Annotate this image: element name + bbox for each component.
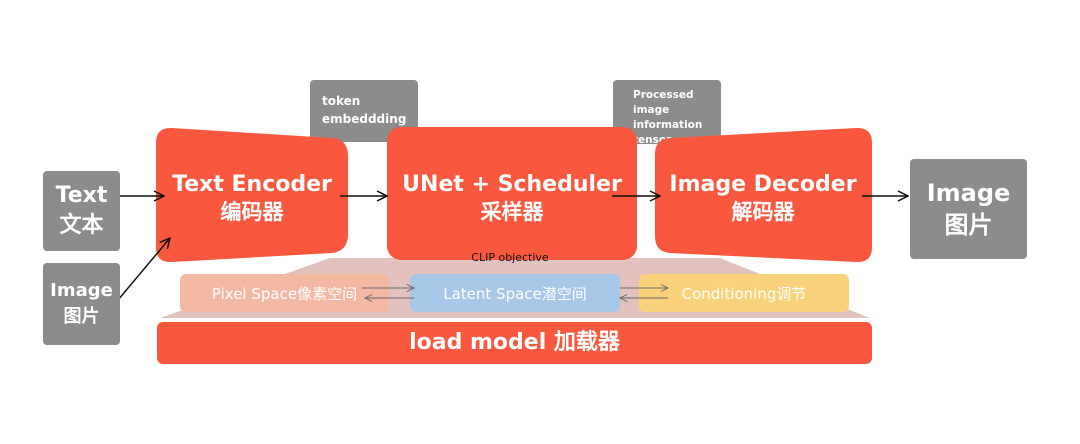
token-embedding-text: token embeddding [322,94,407,126]
image-input-label: Image [50,280,113,301]
processed-tensor-text: Processed image information tensor [633,89,703,144]
text-input-box: Text 文本 [43,171,120,251]
processed-tensor-note: Processed image information tensor [613,80,721,144]
text-encoder-title: Text Encoder [172,172,332,198]
text-encoder-label: Text Encoder 编码器 [160,168,344,228]
clip-objective-label: CLIP objective [471,251,549,264]
image-output-label-cn: 图片 [944,211,993,239]
unet-title-cn: 采样器 [480,199,544,224]
text-encoder-title-cn: 编码器 [220,199,284,224]
unet-label: UNet + Scheduler 采样器 [387,168,637,228]
conditioning-box: Conditioning调节 [639,274,849,312]
image-input-label-cn: 图片 [63,306,100,327]
unet-shape [387,127,637,260]
unet-title: UNet + Scheduler [402,172,622,198]
image-output-box: Image 图片 [910,159,1027,259]
image-input-box: Image 图片 [43,263,120,345]
latent-space-label: Latent Space潜空间 [443,284,587,303]
image-output-label: Image [926,179,1011,207]
latent-space-box: Latent Space潜空间 [410,274,620,312]
image-decoder-title-cn: 解码器 [731,199,795,224]
pixel-space-box: Pixel Space像素空间 [180,274,389,312]
text-encoder-shape [156,127,348,263]
pixel-space-label: Pixel Space像素空间 [211,284,358,303]
image-decoder-shape [655,127,872,263]
image-decoder-label: Image Decoder 解码器 [657,168,869,228]
image-decoder-title: Image Decoder [669,172,857,198]
load-model-bar [157,322,872,364]
token-embedding-note: token embeddding [310,80,418,142]
text-input-label: Text [55,183,108,208]
conditioning-label: Conditioning调节 [681,284,807,303]
load-model-label: load model 加载器 [409,330,620,355]
text-input-label-cn: 文本 [59,213,104,238]
arrow-image-to-encoder [117,238,170,301]
